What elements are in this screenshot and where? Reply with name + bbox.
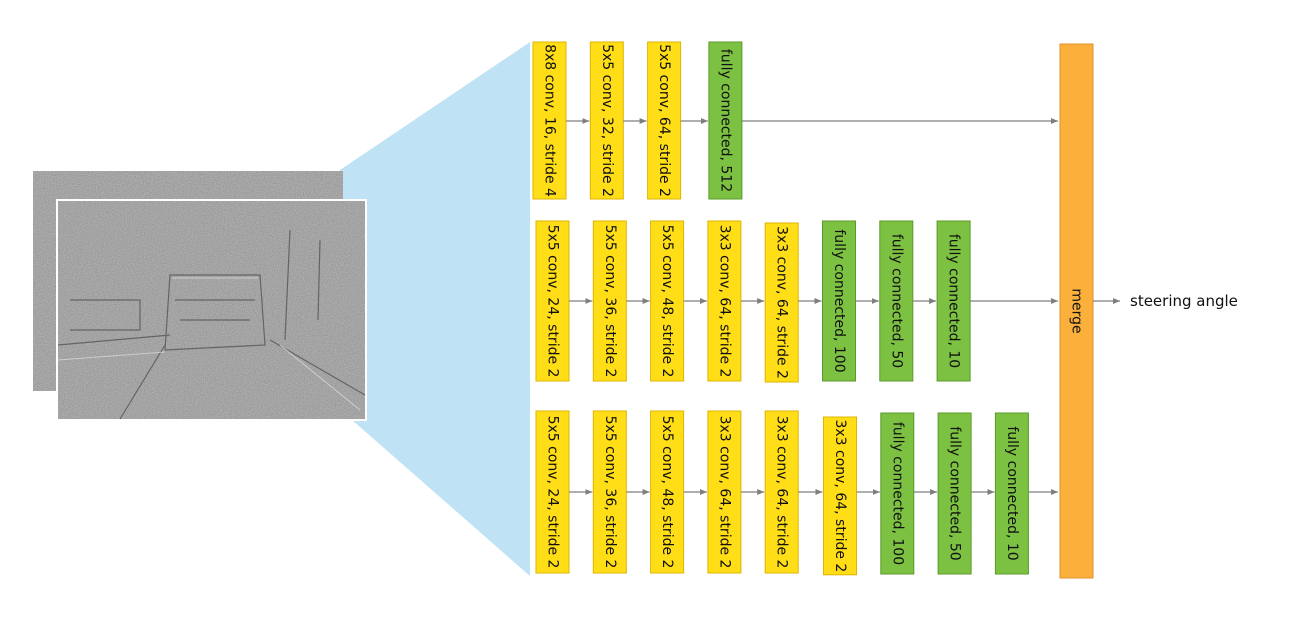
- conv-layer-box-b3-1: [535, 410, 570, 574]
- conv-layer-box-b2-2: [592, 220, 627, 382]
- layer-label-b1-3: 5x5 conv, 64, stride 2: [656, 44, 672, 197]
- fc-layer-box-b3-7: [880, 412, 915, 575]
- conv-layer-box-b2-1: [535, 220, 570, 382]
- layer-label-b3-1: 5x5 conv, 24, stride 2: [545, 416, 561, 569]
- layer-label-b3-5: 3x3 conv, 64, stride 2: [774, 416, 790, 569]
- conv-layer-box-b2-3: [650, 220, 685, 382]
- fc-layer-box-b2-6: [822, 220, 856, 382]
- layer-label-b3-4: 3x3 conv, 64, stride 2: [716, 416, 732, 569]
- layer-label-b2-7: fully connected, 50: [888, 234, 904, 368]
- fc-layer-box-b1-4: [708, 41, 743, 200]
- layer-label-b2-3: 5x5 conv, 48, stride 2: [659, 225, 675, 378]
- fc-layer-box-b2-8: [936, 220, 971, 382]
- layer-label-b2-2: 5x5 conv, 36, stride 2: [602, 225, 618, 378]
- output-label: steering angle: [1130, 292, 1238, 310]
- layer-label-b2-5: 3x3 conv, 64, stride 2: [774, 226, 790, 379]
- layer-label-b3-7: fully connected, 100: [889, 422, 905, 565]
- conv-layer-box-b1-3: [647, 41, 682, 200]
- conv-layer-box-b2-4: [707, 220, 742, 382]
- layer-label-b3-3: 5x5 conv, 48, stride 2: [659, 416, 675, 569]
- fc-layer-box-b3-8: [937, 412, 972, 575]
- layer-label-b2-6: fully connected, 100: [831, 229, 847, 372]
- fc-layer-box-b3-9: [994, 412, 1029, 575]
- layer-label-b3-9: fully connected, 10: [1004, 426, 1020, 560]
- layer-label-b3-2: 5x5 conv, 36, stride 2: [602, 416, 618, 569]
- merge-box: [1059, 43, 1094, 579]
- layer-label-b3-6: 3x3 conv, 64, stride 2: [832, 419, 848, 572]
- conv-layer-box-b3-5: [764, 410, 799, 574]
- merge-label: merge: [1069, 288, 1085, 333]
- conv-layer-box-b3-4: [707, 410, 742, 574]
- layer-label-b1-2: 5x5 conv, 32, stride 2: [599, 44, 615, 197]
- layer-label-b1-4: fully connected, 512: [717, 49, 733, 192]
- fc-layer-box-b2-7: [879, 220, 914, 382]
- conv-layer-box-b3-6: [823, 416, 857, 576]
- layer-label-b2-8: fully connected, 10: [946, 234, 962, 368]
- conv-layer-box-b2-5: [764, 222, 799, 383]
- layer-label-b2-4: 3x3 conv, 64, stride 2: [716, 225, 732, 378]
- input-frame-front: [56, 199, 367, 421]
- layer-label-b2-1: 5x5 conv, 24, stride 2: [545, 225, 561, 378]
- projection-frustum: [340, 42, 530, 576]
- layer-label-b3-8: fully connected, 50: [947, 426, 963, 560]
- layer-label-b1-1: 8x8 conv, 16, stride 4: [542, 44, 558, 197]
